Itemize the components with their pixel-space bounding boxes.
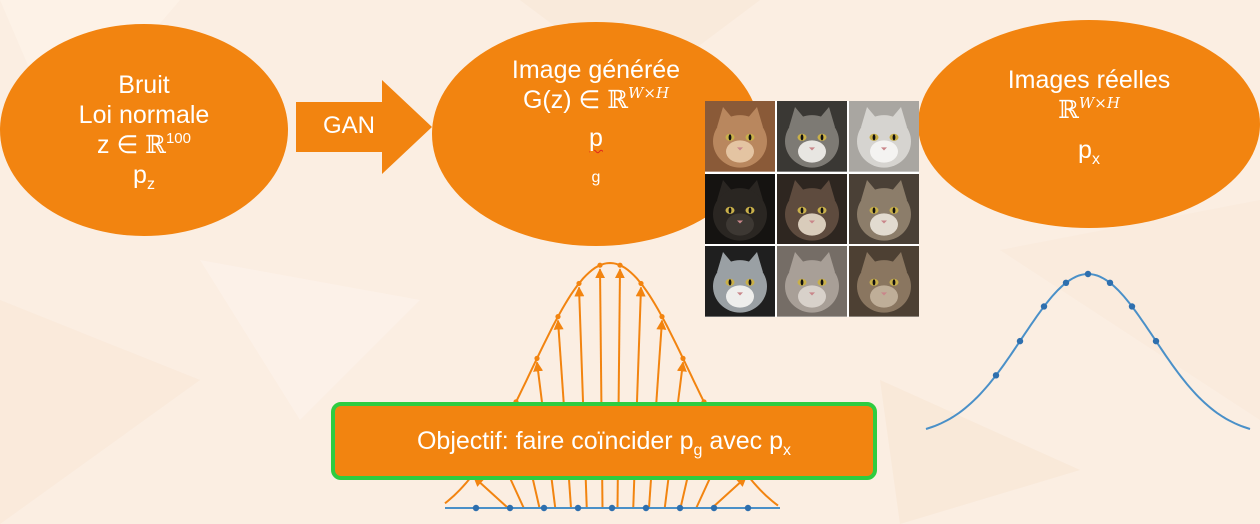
noise-sample-point — [506, 504, 514, 512]
real-curve-point — [1016, 337, 1024, 345]
brown-tabby-cat-face-icon — [849, 246, 919, 317]
noise-sample-point — [540, 504, 548, 512]
real-images-ellipse: Images réelles ℝW×H px — [918, 20, 1260, 228]
generated-curve-point — [576, 280, 582, 287]
generated-curve-point — [617, 262, 623, 268]
noise-sample-point — [574, 504, 582, 512]
siamese-cat-face-icon — [777, 173, 847, 245]
objective-prefix: Objectif: faire coïncider — [416, 426, 680, 455]
generated-arrow — [711, 476, 747, 509]
generated-curve-point — [680, 355, 686, 361]
gan-label: GAN — [322, 112, 375, 139]
real-curve-point — [1084, 270, 1092, 278]
noise-sample-point — [744, 504, 752, 512]
real-curve-point — [1040, 303, 1048, 310]
real-curve-point — [1152, 337, 1160, 345]
generated-curve-point — [638, 280, 644, 287]
objective-box: Objectif: faire coïncider pg avec px — [331, 402, 877, 480]
noise-distribution-label: Loi normale — [78, 101, 210, 129]
real-curve-point — [1062, 279, 1070, 287]
real-distribution — [925, 270, 1251, 430]
objective-px: px — [769, 426, 792, 459]
black-cat-face-icon — [705, 173, 775, 245]
real-curve-point — [992, 372, 1000, 379]
ginger-cat-face-icon — [705, 101, 775, 172]
noise-distribution-symbol: pz — [133, 161, 155, 193]
noise-sample-point — [710, 504, 718, 512]
objective-mid: avec — [702, 426, 770, 455]
noise-ellipse: Bruit Loi normale z ∈ ℝ100 pz — [0, 24, 288, 236]
generated-title: Image générée — [511, 56, 681, 84]
gan-arrow — [296, 80, 432, 174]
noise-sample-point — [472, 504, 480, 512]
objective-pg: pg — [679, 426, 703, 459]
noise-sample-point — [676, 504, 684, 512]
real-curve-point — [1106, 279, 1114, 287]
black-white-cat-face-icon — [705, 246, 775, 317]
right-arrow-icon — [296, 80, 432, 174]
generated-curve-point — [597, 262, 603, 268]
tabby-white-cat-face-icon — [777, 101, 847, 172]
noise-title: Bruit — [118, 71, 170, 99]
generated-curve-point — [555, 314, 561, 320]
generated-curve-point — [659, 314, 665, 320]
generated-space-formula: G(z) ∈ ℝW×H — [522, 84, 670, 114]
real-distribution-symbol: px — [1078, 136, 1100, 168]
white-cat-face-icon — [849, 101, 919, 172]
real-space-formula: ℝW×H — [1058, 94, 1120, 124]
calico-cat-face-icon — [849, 173, 919, 245]
noise-space-formula: z ∈ ℝ100 — [97, 130, 191, 159]
fluffy-grey-cat-face-icon — [777, 246, 847, 317]
noise-sample-point — [608, 504, 616, 512]
generated-curve-point — [534, 355, 540, 361]
generated-cat-images-grid — [705, 101, 919, 317]
real-title: Images réelles — [1007, 66, 1171, 94]
generated-arrow — [473, 476, 509, 509]
real-curve-point — [1128, 303, 1136, 310]
real-curve — [925, 272, 1251, 430]
noise-sample-point — [642, 504, 650, 512]
